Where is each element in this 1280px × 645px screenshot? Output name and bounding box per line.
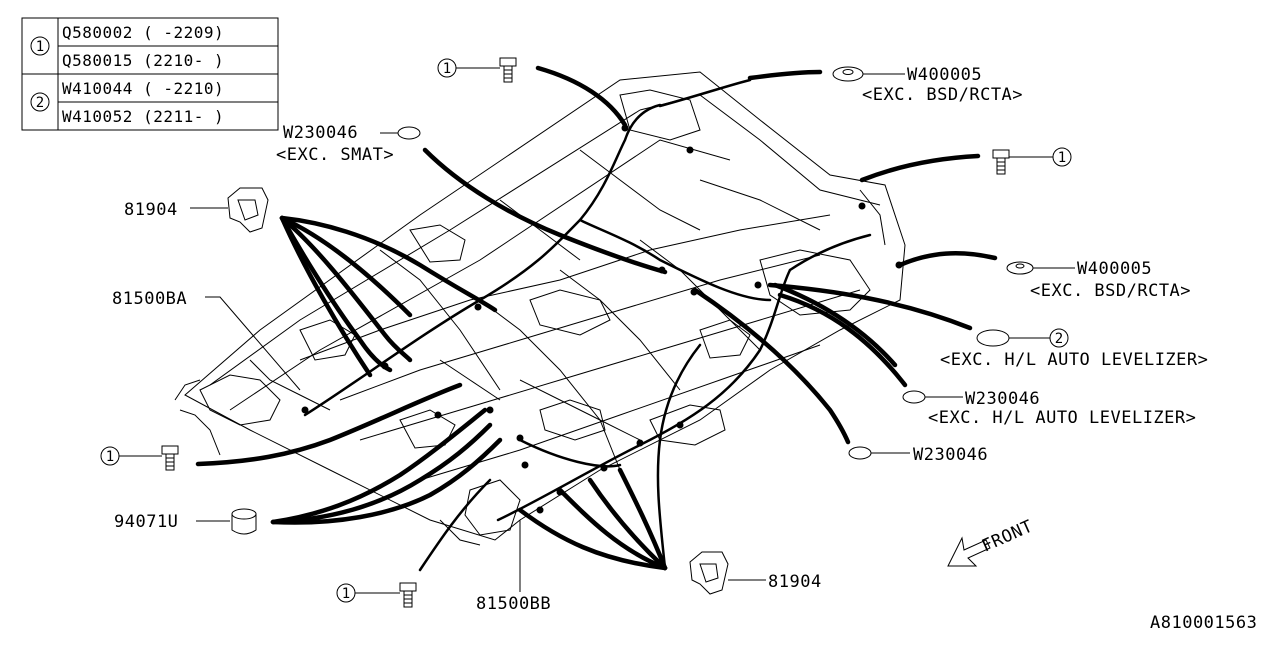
callout-w230046-mid[interactable]: W230046 <EXC. H/L AUTO LEVELIZER> [902, 389, 1196, 428]
harness-81500ba[interactable] [195, 65, 872, 572]
plug-icon [397, 126, 421, 140]
svg-text:81500BB: 81500BB [476, 594, 551, 614]
callout-81500bb[interactable]: 81500BB [476, 520, 551, 614]
svg-text:W400005: W400005 [1077, 259, 1152, 279]
callout-bolt-bottom[interactable]: 1 [336, 582, 417, 608]
svg-text:W230046: W230046 [283, 123, 358, 143]
bolt-icon [161, 445, 179, 471]
bolt-icon [992, 149, 1010, 175]
callout-bolt-right[interactable]: 1 [992, 147, 1072, 175]
harness-connectors [301, 124, 903, 514]
callout-plug-2-right[interactable]: 2 <EXC. H/L AUTO LEVELIZER> [940, 328, 1208, 370]
harness-81500bb[interactable] [517, 69, 998, 571]
svg-text:1: 1 [106, 449, 114, 465]
callout-w230046-left[interactable]: W230046 <EXC. SMAT> [276, 123, 421, 165]
svg-text:81500BA: 81500BA [112, 289, 187, 309]
callout-w230046-low[interactable]: W230046 [848, 445, 988, 465]
callout-81500ba[interactable]: 81500BA [112, 289, 301, 391]
legend-key-2: 2 [30, 92, 50, 112]
legend-code: Q580002 ( -2209) [62, 23, 224, 42]
legend-code: W410044 ( -2210) [62, 79, 224, 98]
front-direction-indicator: FRONT [947, 516, 1036, 567]
legend-key-1: 1 [30, 36, 50, 56]
svg-text:1: 1 [1058, 150, 1066, 166]
clip-icon [689, 551, 729, 595]
svg-text:2: 2 [1055, 331, 1063, 347]
svg-text:1: 1 [36, 39, 44, 55]
callout-81904-left[interactable]: 81904 [124, 187, 269, 233]
legend-table: 1 2 Q580002 ( -2209) Q580015 (2210- ) W4… [21, 17, 279, 131]
svg-text:W230046: W230046 [965, 389, 1040, 409]
plug-icon [902, 390, 926, 404]
callout-w400005-right[interactable]: W400005 <EXC. BSD/RCTA> [1006, 259, 1191, 301]
callout-81904-bottom[interactable]: 81904 [689, 551, 822, 595]
callout-bolt-left[interactable]: 1 [100, 445, 179, 471]
legend-code: Q580015 (2210- ) [62, 51, 224, 70]
svg-text:<EXC. SMAT>: <EXC. SMAT> [276, 145, 394, 165]
svg-text:81904: 81904 [768, 572, 822, 592]
svg-text:<EXC. H/L AUTO LEVELIZER>: <EXC. H/L AUTO LEVELIZER> [928, 408, 1196, 428]
grommet-icon [231, 508, 257, 535]
plug-icon [848, 446, 872, 460]
diagram-id: A810001563 [1150, 613, 1257, 633]
svg-text:81904: 81904 [124, 200, 178, 220]
svg-text:W400005: W400005 [907, 65, 982, 85]
callout-w400005-top[interactable]: W400005 <EXC. BSD/RCTA> [832, 65, 1023, 105]
svg-text:2: 2 [36, 95, 44, 111]
callout-94071u[interactable]: 94071U [114, 508, 257, 535]
plug-icon [976, 329, 1010, 347]
bolt-icon [499, 57, 517, 83]
front-label: FRONT [979, 516, 1036, 556]
bolt-icon [399, 582, 417, 608]
svg-text:<EXC. BSD/RCTA>: <EXC. BSD/RCTA> [1030, 281, 1191, 301]
callout-bolt-top[interactable]: 1 [437, 57, 517, 83]
svg-text:94071U: 94071U [114, 512, 178, 532]
svg-text:W230046: W230046 [913, 445, 988, 465]
svg-text:1: 1 [342, 586, 350, 602]
svg-text:1: 1 [443, 61, 451, 77]
clip-icon [227, 187, 269, 233]
svg-text:<EXC. BSD/RCTA>: <EXC. BSD/RCTA> [862, 85, 1023, 105]
svg-text:<EXC. H/L AUTO LEVELIZER>: <EXC. H/L AUTO LEVELIZER> [940, 350, 1208, 370]
legend-code: W410052 (2211- ) [62, 107, 224, 126]
